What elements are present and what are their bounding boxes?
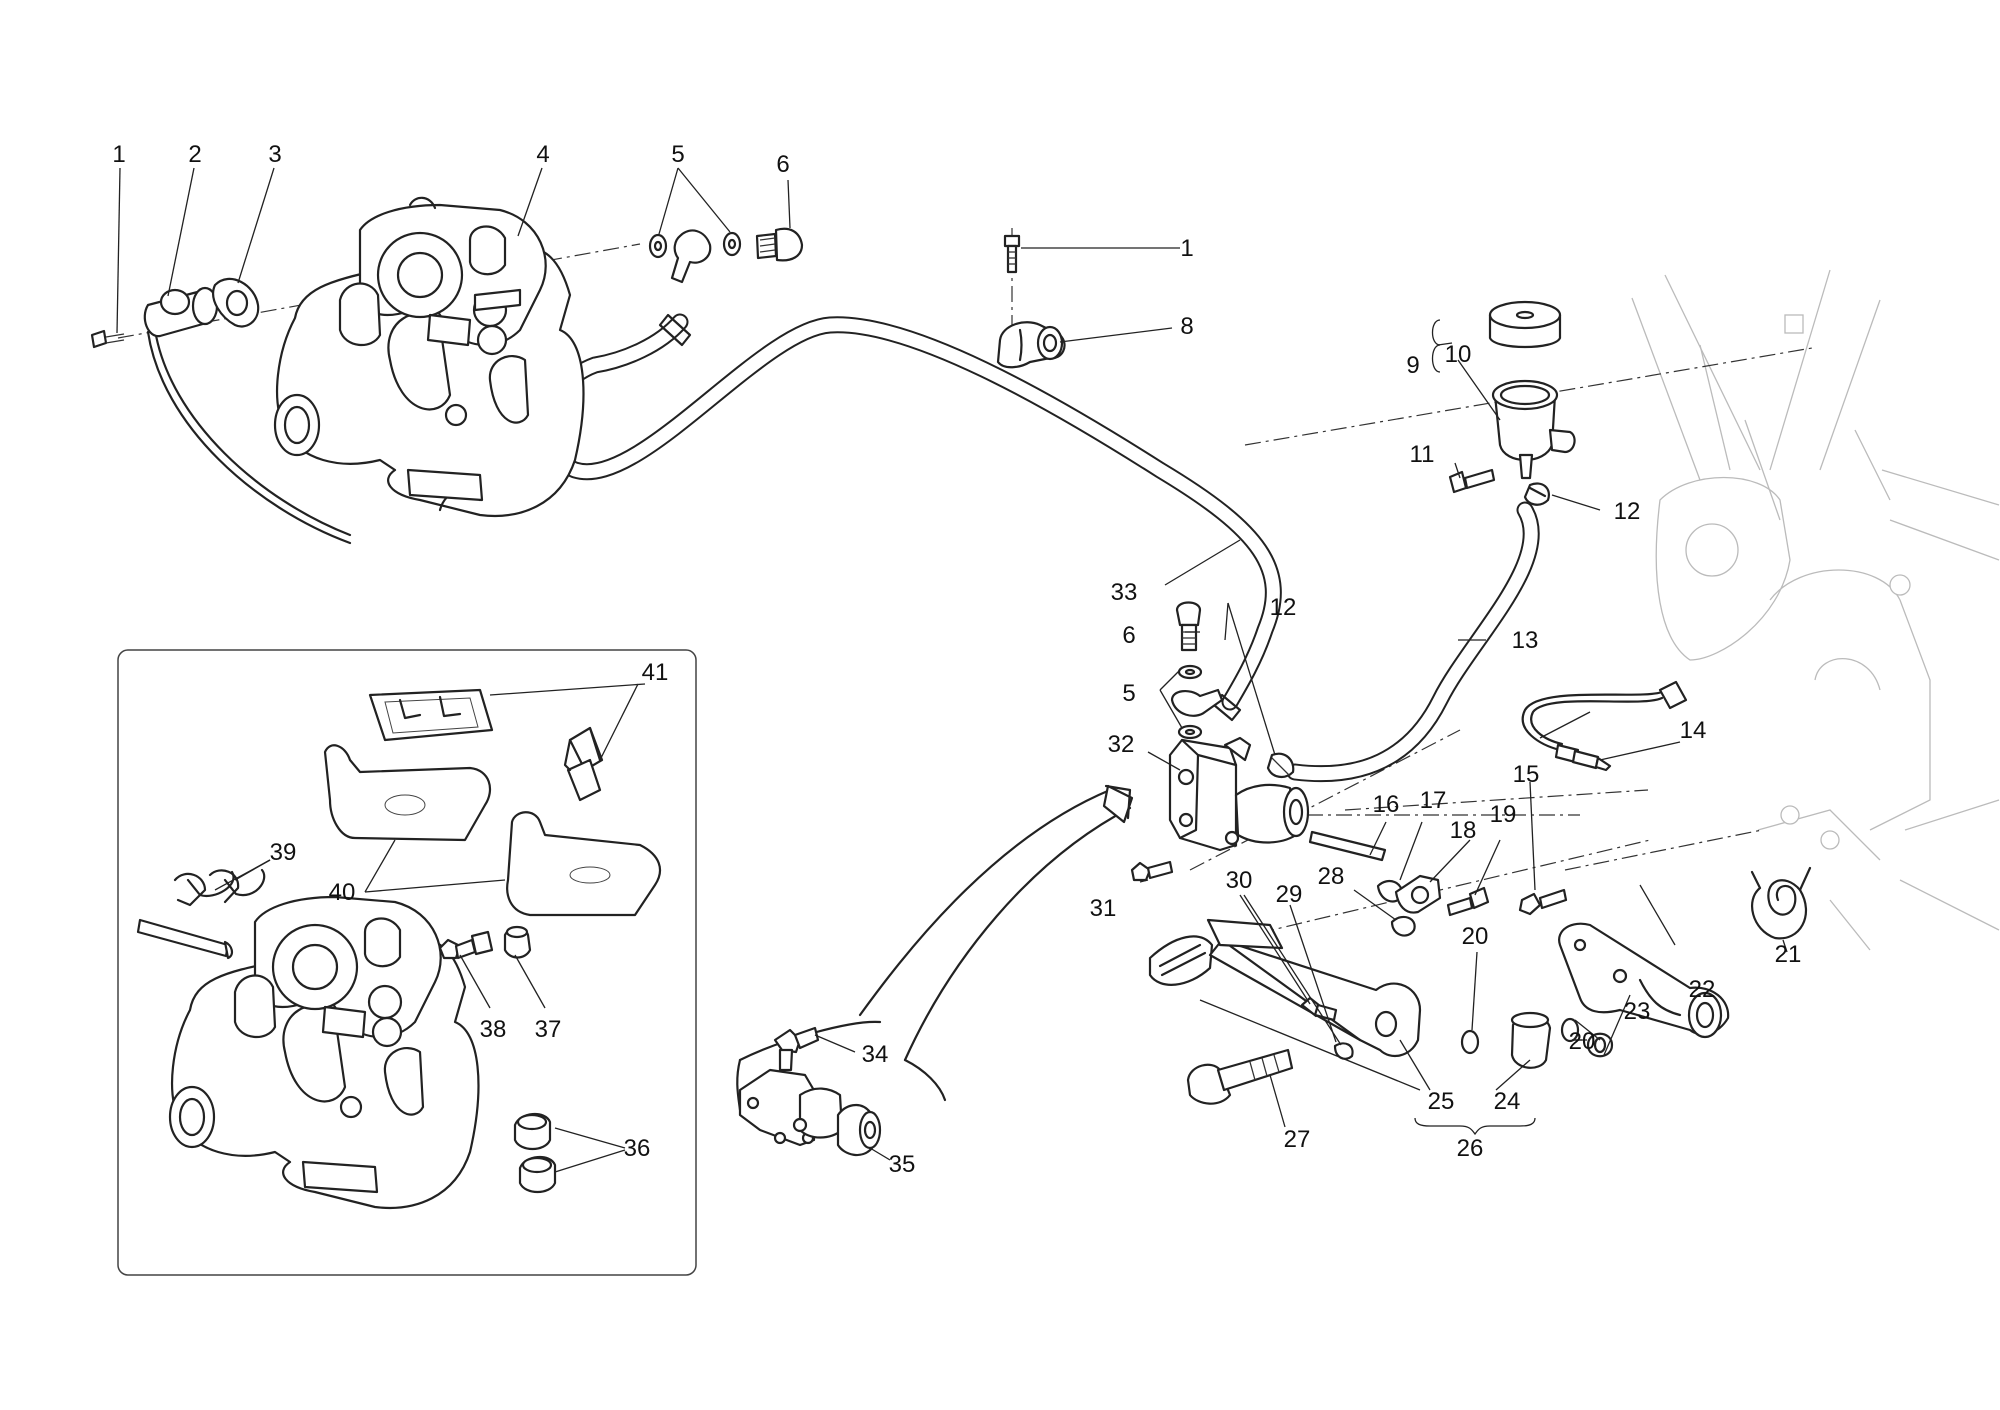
callout-17: 17 [1420, 787, 1447, 814]
pedal-pivot-parts [1460, 922, 1730, 1069]
callout-1: 1 [1180, 235, 1193, 262]
callout-5: 5 [1122, 680, 1135, 707]
callout-34: 34 [862, 1041, 889, 1068]
callout-26: 26 [1457, 1135, 1484, 1162]
callout-15: 15 [1513, 761, 1540, 788]
callout-18: 18 [1450, 817, 1477, 844]
callout-27: 27 [1284, 1126, 1311, 1153]
callout-23: 23 [1624, 998, 1651, 1025]
callout-35: 35 [889, 1151, 916, 1178]
master-cylinder-32 [1168, 736, 1310, 852]
callout-19: 19 [1490, 801, 1517, 828]
callout-13: 13 [1512, 627, 1539, 654]
washers-banjo-5-6-top [648, 227, 804, 284]
screw-1 [90, 329, 125, 349]
callout-22: 22 [1689, 976, 1716, 1003]
detail-inset-box [117, 649, 697, 1276]
callout-labels: 1 2 3 4 5 6 1 8 9 10 11 12 33 6 12 13 5 … [112, 141, 1801, 1178]
callout-40: 40 [329, 879, 356, 906]
callout-8: 8 [1180, 313, 1193, 340]
callout-14: 14 [1680, 717, 1707, 744]
brake-hose-13 [1286, 501, 1540, 783]
callout-39: 39 [270, 839, 297, 866]
callout-38: 38 [480, 1016, 507, 1043]
callout-10: 10 [1445, 341, 1472, 368]
callout-36: 36 [624, 1135, 651, 1162]
callout-28: 28 [1318, 863, 1345, 890]
callout-12: 12 [1614, 498, 1641, 525]
callout-3: 3 [268, 141, 281, 168]
callout-16: 16 [1373, 791, 1400, 818]
return-spring-21 [1750, 866, 1812, 940]
callout-32: 32 [1108, 731, 1135, 758]
brake-caliper-4 [273, 196, 585, 517]
callout-37: 37 [535, 1016, 562, 1043]
callout-20: 20 [1569, 1028, 1596, 1055]
gasket-3 [212, 277, 260, 328]
brake-light-switch-14 [1554, 680, 1688, 772]
callout-4: 4 [536, 141, 549, 168]
pushrod-parts [1130, 830, 1568, 937]
detail-arrow [736, 784, 1134, 1112]
callout-6: 6 [1122, 622, 1135, 649]
callout-24: 24 [1494, 1088, 1521, 1115]
callout-21: 21 [1775, 941, 1802, 968]
callout-9: 9 [1406, 352, 1419, 379]
callout-5: 5 [671, 141, 684, 168]
callout-31: 31 [1090, 895, 1117, 922]
callout-25: 25 [1428, 1088, 1455, 1115]
callout-2: 2 [188, 141, 201, 168]
screw-1-and-bracket-8 [996, 234, 1066, 369]
callout-20: 20 [1462, 923, 1489, 950]
frame-outline [1631, 269, 2000, 951]
leader-lines [116, 167, 1788, 1173]
brake-pedal-25 [1148, 918, 1422, 1105]
callout-11: 11 [1410, 441, 1435, 468]
callout-30: 30 [1226, 867, 1253, 894]
banjo-5-6-mid [1170, 601, 1224, 740]
callout-12: 12 [1270, 594, 1297, 621]
reservoir-assembly-9 [1448, 300, 1576, 506]
callout-33: 33 [1111, 579, 1138, 606]
callout-41: 41 [642, 659, 669, 686]
callout-1: 1 [112, 141, 125, 168]
master-cylinder-35 [738, 1026, 882, 1157]
inset-parts [136, 688, 662, 1209]
sensor-2 [143, 286, 219, 338]
callout-29: 29 [1276, 881, 1303, 908]
callout-6: 6 [776, 151, 789, 178]
